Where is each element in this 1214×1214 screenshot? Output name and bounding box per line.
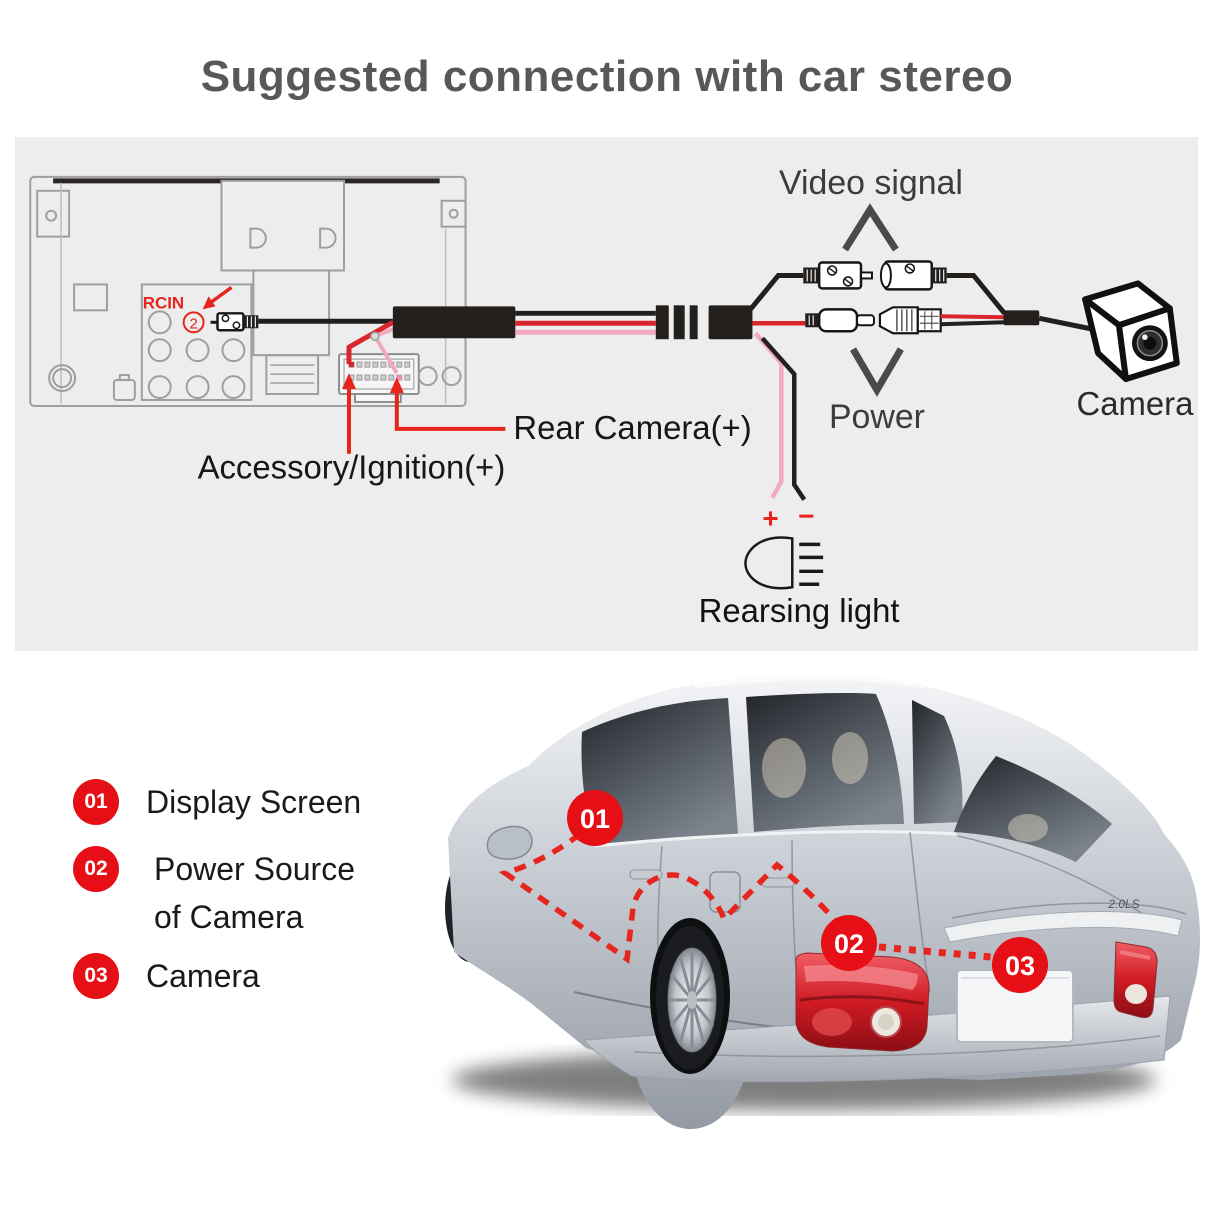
rca-plug-in-stereo (210, 312, 259, 332)
accessory-pin (349, 362, 354, 368)
rearsing-light-label: Rearsing light (699, 592, 900, 629)
video-branch-wire (748, 272, 804, 311)
car-illustration: 2.0LS (424, 656, 1214, 1176)
legend-label: Display Screen (146, 784, 362, 820)
marker-02: 02 (821, 915, 877, 971)
rcin-label: RCIN (143, 293, 184, 312)
roof-highlight (693, 675, 925, 689)
rcin-arrow-icon (202, 286, 233, 310)
stereo-jack (417, 366, 438, 387)
video-signal-label: Video signal (779, 164, 963, 202)
inline-connector (655, 305, 753, 340)
power-male-connector (805, 308, 875, 333)
camera-cable (1038, 315, 1094, 332)
rear-wheel (650, 918, 730, 1074)
power-label: Power (829, 398, 925, 436)
camera-red-wire (940, 314, 1005, 320)
rear-camera-arrow-icon (389, 377, 506, 431)
camera-black-wire (940, 320, 1005, 327)
legend-label: of Camera (154, 899, 304, 935)
camera-label: Camera (1077, 385, 1195, 422)
accessory-arrow-icon (342, 373, 356, 454)
rca-male-connector (803, 261, 873, 290)
beltline-trim (593, 830, 957, 848)
wiring-diagram-panel: RCIN 2 (15, 137, 1198, 651)
rca-out-wire (946, 272, 1007, 315)
legend-badge-01: 01 (73, 779, 119, 825)
chevron-up-icon (842, 203, 899, 252)
plus-label: + (762, 502, 778, 533)
wire-joint (370, 331, 380, 341)
marker-01: 01 (567, 790, 623, 846)
stereo-jack (441, 366, 462, 387)
legend-badge-02: 02 (73, 846, 119, 892)
svg-text:01: 01 (580, 804, 610, 834)
legend-badge-03: 03 (73, 953, 119, 999)
car-stereo-rear-panel (29, 175, 467, 407)
reverse-black-wire (760, 336, 807, 501)
minus-label: − (798, 500, 814, 531)
cable-route-dotted (878, 943, 992, 961)
page-title: Suggested connection with car stereo (200, 52, 1014, 101)
trunk-badge: 2.0LS (1107, 897, 1139, 911)
car-interior (762, 732, 1048, 842)
accessory-red-wire (346, 320, 395, 365)
left-tail-light (795, 952, 930, 1052)
door-handle (761, 877, 795, 888)
accessory-label: Accessory/Ignition(+) (198, 449, 506, 486)
rear-camera-label: Rear Camera(+) (513, 409, 751, 446)
legend-label: Camera (146, 958, 260, 994)
side-mirror (486, 825, 533, 860)
cable-sleeve (392, 306, 516, 339)
wiring-diagram: RCIN 2 (29, 164, 1195, 629)
rca-female-connector (879, 260, 947, 291)
camera-icon (1082, 280, 1180, 383)
circled-2-marker: 2 (182, 311, 205, 334)
cable-junction (1003, 310, 1040, 326)
chevron-down-icon (850, 347, 904, 397)
right-tail-light (1113, 941, 1158, 1019)
svg-text:02: 02 (834, 929, 864, 959)
power-female-connector (878, 306, 942, 335)
wire-bundle (515, 310, 656, 335)
rear-camera-pin (396, 375, 402, 381)
marker-03: 03 (992, 937, 1048, 993)
svg-text:2: 2 (189, 315, 197, 332)
legend-label: Power Source (154, 851, 355, 887)
cable-route-dashed (498, 831, 844, 964)
reversing-light-icon (744, 536, 824, 590)
trunk-chrome-trim (943, 911, 1183, 943)
svg-text:03: 03 (1005, 951, 1035, 981)
